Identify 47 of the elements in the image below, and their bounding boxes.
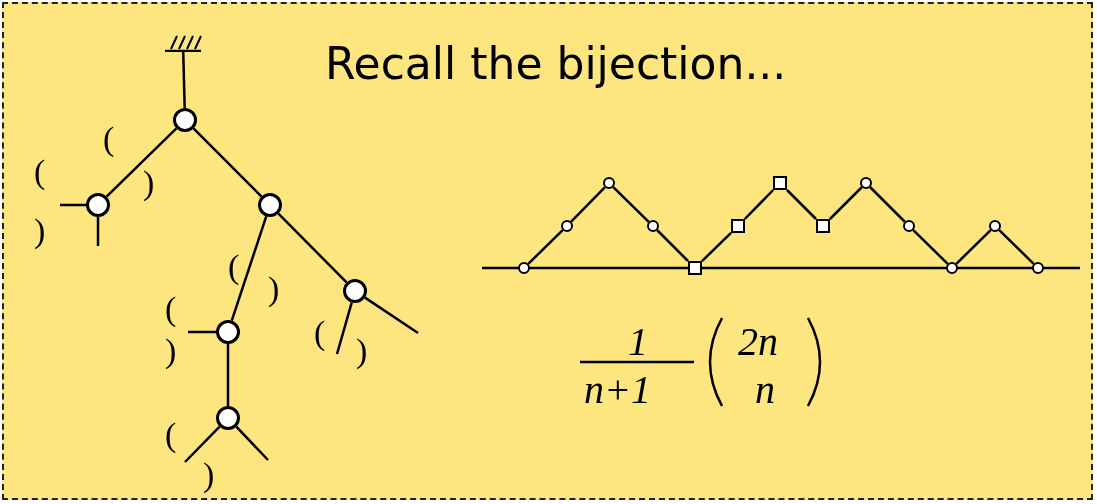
edge-line	[743, 189, 775, 220]
parenthesis-label: )	[165, 334, 177, 368]
edge-line	[226, 344, 230, 406]
parenthesis-label: (	[34, 155, 46, 189]
stub-line	[96, 217, 100, 246]
parenthesis-label: (	[165, 292, 177, 326]
edge-line	[656, 229, 689, 262]
parenthesis-label: )	[268, 272, 280, 306]
parenthesis-label: (	[165, 418, 177, 452]
edge-line	[998, 229, 1035, 265]
stub-line	[364, 296, 419, 335]
path-square	[688, 261, 702, 275]
stub-line	[235, 425, 269, 461]
edge-line	[912, 229, 949, 265]
parenthesis-label: (	[103, 122, 115, 156]
edge-line	[527, 229, 564, 265]
parenthesis-label: (	[314, 316, 326, 350]
stub-line	[60, 203, 86, 207]
edge-line	[192, 127, 263, 198]
edge-line	[786, 189, 817, 220]
stub-line	[184, 425, 221, 463]
edge-line	[230, 216, 268, 321]
edge-line	[105, 127, 178, 198]
edge-line	[955, 229, 992, 265]
parenthesis-label: )	[34, 214, 46, 248]
formula-term: n	[755, 370, 775, 410]
title: Recall the bijection...	[325, 42, 787, 86]
stub-line	[335, 302, 353, 355]
ground-icon	[163, 34, 203, 52]
parenthesis-label: )	[356, 334, 368, 368]
edge-line	[701, 231, 732, 263]
edge-line	[277, 212, 348, 284]
path-square	[816, 219, 830, 233]
parenthesis-label: )	[143, 166, 155, 200]
edge-line	[570, 186, 606, 223]
edge-line	[612, 186, 650, 223]
formula-term: 1	[628, 322, 648, 362]
formula-term: 2n	[738, 322, 778, 362]
stub-line	[188, 330, 216, 334]
parenthesis-label: (	[228, 250, 240, 284]
edge-line	[869, 186, 906, 223]
edge-line	[829, 186, 863, 220]
path-square	[731, 219, 745, 233]
path-square	[773, 176, 787, 190]
parenthesis-label: )	[203, 458, 215, 492]
edge-line	[182, 51, 186, 109]
formula-term: n+1	[584, 370, 651, 410]
